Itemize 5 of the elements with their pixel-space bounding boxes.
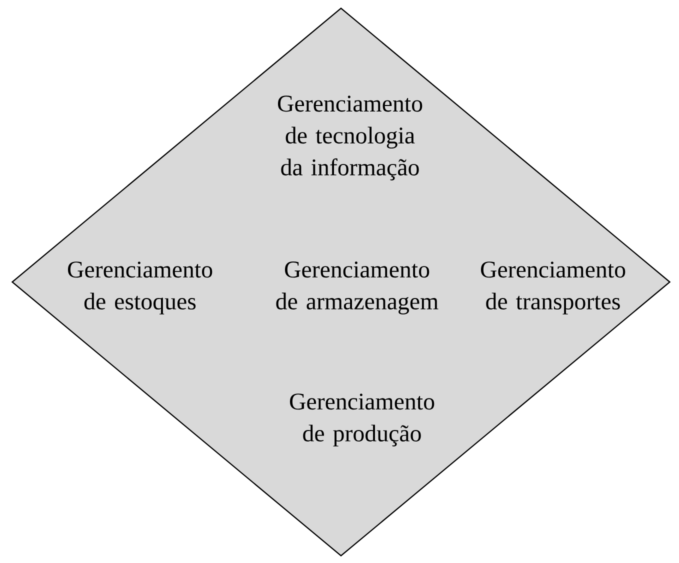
node-text: Gerenciamento de estoques: [68, 262, 212, 314]
node-text: Gerenciamento de produção: [290, 394, 434, 446]
node-text: Gerenciamento de transportes: [480, 262, 626, 314]
node-text: Gerenciamento de tecnologia da informação: [278, 96, 422, 180]
node-text: Gerenciamento de armazenagem: [276, 262, 438, 314]
